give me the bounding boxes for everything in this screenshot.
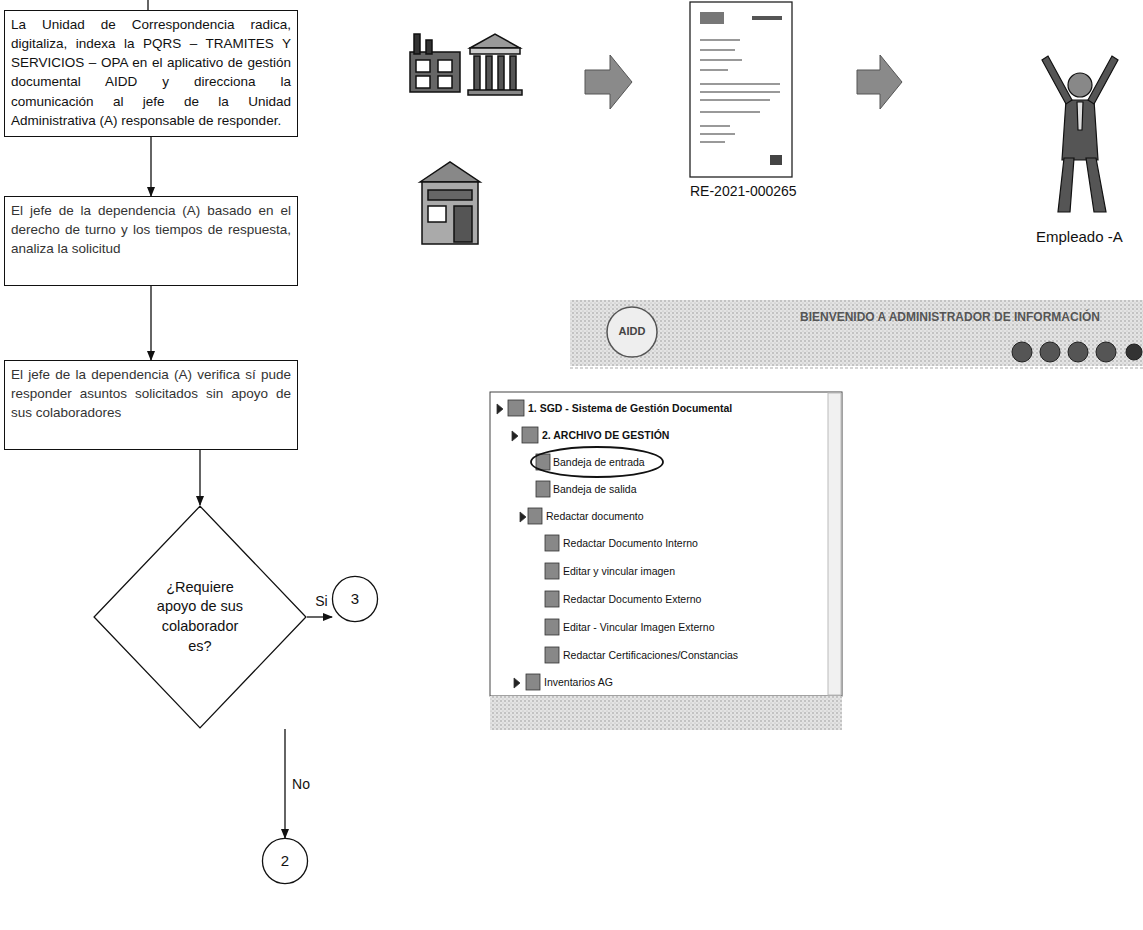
logo-text: AIDD bbox=[607, 325, 657, 337]
block-arrow bbox=[585, 55, 632, 109]
banner-title: BIENVENIDO A ADMINISTRADOR DE INFORMACIÓ… bbox=[800, 310, 1100, 324]
session-dots bbox=[1012, 342, 1142, 362]
tree-item: Editar - Vincular Imagen Externo bbox=[563, 621, 715, 633]
flow-arrow bbox=[307, 616, 332, 617]
tree-footer bbox=[490, 696, 842, 730]
tree-item: 2. ARCHIVO DE GESTIÓN bbox=[542, 429, 669, 441]
connector-number: 3 bbox=[351, 588, 359, 609]
tree-item: Bandeja de entrada bbox=[553, 456, 645, 468]
banner-rule bbox=[570, 368, 1143, 369]
tree-item: Bandeja de salida bbox=[553, 483, 636, 495]
tree-item: Editar y vincular imagen bbox=[563, 565, 675, 577]
tree-item: Redactar Documento Externo bbox=[563, 593, 701, 605]
factory-icon bbox=[410, 34, 460, 92]
employee-figure bbox=[1042, 56, 1118, 212]
process-box: El jefe de la dependencia (A) basado en … bbox=[4, 196, 298, 286]
tree-item: Inventarios AG bbox=[544, 676, 613, 688]
document-image bbox=[690, 2, 792, 177]
question-text: ¿Requiere apoyo de sus colaborador es? bbox=[154, 578, 246, 656]
step-text: El jefe de la dependencia (A) verifica s… bbox=[11, 365, 291, 422]
tree-item: Redactar documento bbox=[546, 510, 643, 522]
shop-icon bbox=[420, 162, 480, 244]
tree-icons bbox=[497, 400, 559, 690]
process-box: La Unidad de Correspondencia radica, dig… bbox=[4, 10, 298, 137]
reference-number: RE-2021-000265 bbox=[690, 183, 794, 199]
aidd-logo bbox=[607, 307, 657, 357]
highlight-ellipse bbox=[531, 447, 663, 477]
app-banner bbox=[570, 300, 1143, 366]
tree-panel bbox=[490, 392, 842, 696]
tree-item: 1. SGD - Sistema de Gestión Documental bbox=[528, 402, 732, 414]
connector-circle: 2 bbox=[262, 838, 308, 884]
incoming-line bbox=[147, 0, 148, 10]
step-text: La Unidad de Correspondencia radica, dig… bbox=[11, 15, 291, 130]
connector-number: 2 bbox=[281, 850, 289, 871]
flow-arrow bbox=[150, 286, 151, 360]
diamond-outline bbox=[93, 505, 307, 729]
role-caption: Empleado -A bbox=[1036, 228, 1123, 245]
branch-label: No bbox=[290, 776, 312, 792]
building-icon bbox=[468, 34, 522, 95]
tree-item: Redactar Certificaciones/Constancias bbox=[563, 649, 738, 661]
scrollbar bbox=[828, 393, 841, 695]
tree-item: Redactar Documento Interno bbox=[563, 537, 698, 549]
step-text: El jefe de la dependencia (A) basado en … bbox=[11, 201, 291, 258]
decision-diamond: ¿Requiere apoyo de sus colaborador es? bbox=[93, 505, 307, 729]
block-arrow bbox=[857, 55, 902, 109]
connector-circle: 3 bbox=[332, 576, 378, 622]
branch-label: Si bbox=[313, 593, 329, 609]
flow-arrow bbox=[284, 729, 285, 838]
process-box: El jefe de la dependencia (A) verifica s… bbox=[4, 360, 298, 450]
flow-arrow bbox=[199, 450, 200, 505]
flow-arrow bbox=[150, 137, 151, 196]
